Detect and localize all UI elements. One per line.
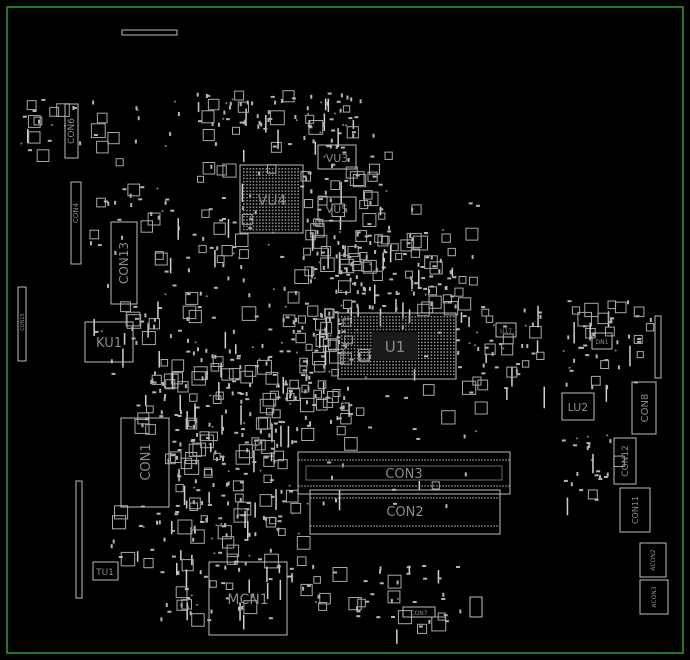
lu2-chip: LU2	[561, 392, 595, 421]
u17-label: U17	[500, 328, 512, 335]
con1-label: CON1	[139, 443, 154, 480]
con11-label: CON11	[631, 496, 640, 524]
ku1-label: KU1	[96, 336, 122, 351]
con8-label: CON8	[640, 394, 651, 423]
acon3-label: ACON3	[651, 586, 658, 607]
con12-label: CON12	[621, 445, 631, 477]
u1-label: U1	[385, 338, 406, 356]
right-edge-connector	[654, 315, 662, 379]
con15-label: CON15	[20, 313, 26, 331]
vu5-chip: VU5	[317, 196, 357, 222]
con12-connector: CON12	[613, 437, 637, 485]
left-bottom-connector	[75, 480, 83, 599]
con2-connector: CON2	[309, 489, 501, 535]
ku1-chip: KU1	[84, 321, 134, 363]
con13-label: CON13	[117, 242, 131, 284]
con3-label: CON3	[385, 467, 422, 482]
con3-connector: CON3	[297, 451, 511, 495]
board-outline	[6, 6, 684, 654]
con7-label: CON7	[410, 610, 427, 617]
dn1-chip: DN1	[591, 332, 613, 350]
con6-connector: CON6	[64, 103, 79, 159]
vu3-chip: VU3	[317, 144, 357, 170]
con4-connector: CON4	[70, 181, 82, 265]
acon2-connector: ACON2	[639, 542, 667, 578]
acon2-label: ACON2	[650, 549, 657, 570]
vu4-chip: VU4	[239, 164, 304, 234]
vu5-label: VU5	[326, 203, 349, 216]
con1-connector: CON1	[120, 417, 170, 508]
dn1-label: DN1	[596, 339, 609, 346]
con6-label: CON6	[67, 118, 77, 144]
con8-connector: CON8	[631, 381, 657, 435]
tu1-chip: TU1	[92, 561, 119, 581]
lu2-label: LU2	[568, 401, 589, 414]
bottom-small-connector	[469, 596, 483, 618]
con4-label: CON4	[72, 202, 80, 223]
vu3-label: VU3	[326, 152, 349, 165]
u1-chip: U1	[337, 312, 457, 380]
tu1-label: TU1	[95, 568, 114, 578]
small-components	[20, 90, 655, 644]
con11-connector: CON11	[619, 487, 651, 533]
con7-connector: CON7	[402, 606, 436, 618]
mcn1-chip: MCN1	[208, 561, 288, 636]
con2-label: CON2	[386, 505, 423, 520]
con13-connector: CON13	[110, 221, 138, 305]
mcn1-label: MCN1	[227, 592, 268, 608]
vu4-label: VU4	[258, 193, 287, 209]
left-edge-connector: CON15	[17, 286, 27, 362]
u17-chip: U17	[495, 322, 517, 338]
top-connector	[121, 29, 178, 36]
acon3-connector: ACON3	[639, 579, 669, 615]
